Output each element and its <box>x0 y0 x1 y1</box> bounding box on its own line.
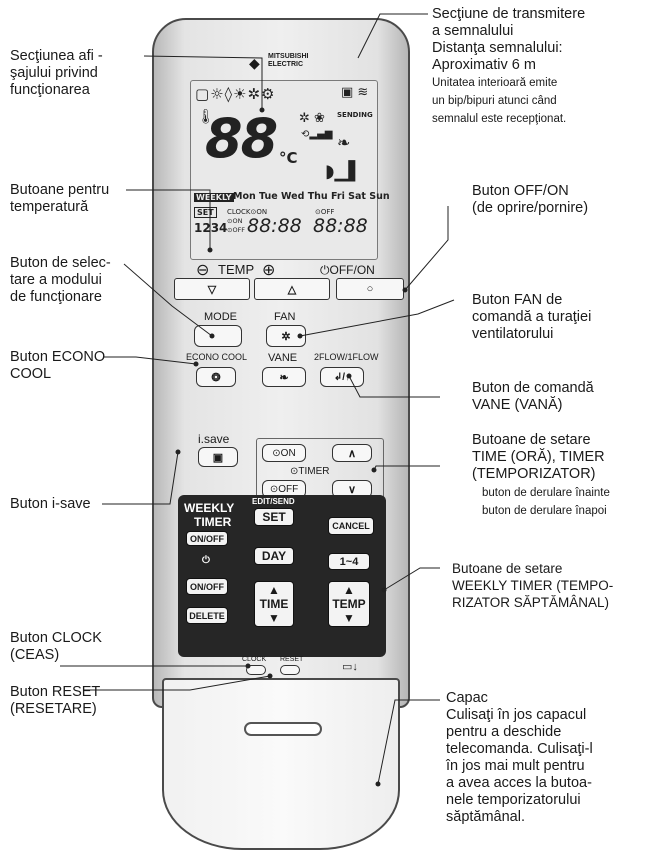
lcd-temperature: 88 <box>205 107 278 170</box>
weekly-on-off-button[interactable]: ON/OFF <box>186 531 228 546</box>
temp-label-weekly: TEMP <box>332 597 366 611</box>
lcd-set: SET <box>194 207 217 218</box>
on-off-button[interactable]: ON/OFF <box>186 578 228 595</box>
clock-label: CLOCK <box>242 656 267 663</box>
sliding-cover[interactable] <box>162 678 400 850</box>
temp-label: TEMP <box>218 262 255 277</box>
temp-up-button[interactable]: △ <box>254 278 330 300</box>
remote-body: ◆ MITSUBISHI ELECTRIC ▢☼◊☀✲⚙ ▣ ≋ 🌡 88 °C… <box>152 18 410 708</box>
cancel-button[interactable]: CANCEL <box>328 517 374 535</box>
clock-icon: ⏻ <box>202 555 210 566</box>
battery-icon: ▭↓ <box>342 661 358 673</box>
flow-button[interactable]: ↲/↑ <box>320 367 364 387</box>
reset-button[interactable] <box>280 665 300 675</box>
cover-slot <box>244 722 322 736</box>
vane-position-icon: ◗▁▌ <box>325 161 363 182</box>
clock-button[interactable] <box>246 665 266 675</box>
lcd-display: ▢☼◊☀✲⚙ ▣ ≋ 🌡 88 °C ✲ ❀ SENDING ⟲▂▄▆ ❧ ◗▁… <box>190 80 390 260</box>
remote-control: ◆ MITSUBISHI ELECTRIC ▢☼◊☀✲⚙ ▣ ≋ 🌡 88 °C… <box>152 18 410 858</box>
arrow-up-icon: ▲ <box>343 583 355 597</box>
econo-cool-button[interactable]: ❂ <box>196 367 236 387</box>
fan-speed-icon: ⟲▂▄▆ <box>301 129 333 140</box>
mode-icons: ▢☼◊☀✲⚙ <box>195 85 276 103</box>
temp-down-button[interactable]: ▽ <box>174 278 250 300</box>
vane-button[interactable]: ❧ <box>262 367 306 387</box>
timer-label: ⊙TIMER <box>290 466 330 477</box>
lcd-weekly: WEEKLY <box>194 193 234 202</box>
delete-button[interactable]: DELETE <box>186 607 228 624</box>
program-1-4-button[interactable]: 1~4 <box>328 553 370 570</box>
label-isave: Buton i-save <box>10 496 91 512</box>
timer-on-button[interactable]: ⊙ON <box>262 444 306 462</box>
flow-label: 2FLOW/1FLOW <box>314 352 379 362</box>
label-clock: Buton CLOCK(CEAS) <box>10 630 102 663</box>
label-off-on: Buton OFF/ON(de oprire/pornire) <box>472 183 589 216</box>
scroll-up-button[interactable]: ∧ <box>332 444 372 462</box>
signal-icon: ▣ ≋ <box>341 85 369 100</box>
plus-icon: ⊕ <box>262 262 276 279</box>
timer-off-button[interactable]: ⊙OFF <box>262 480 306 498</box>
vane-icon: ❧ <box>337 133 351 152</box>
weekly-timer-label: TIMER <box>194 515 232 529</box>
lcd-clock-on: CLOCK⊙ON <box>227 208 268 216</box>
time-button[interactable]: ▲ TIME ▼ <box>254 581 294 627</box>
reset-label: RESET <box>280 656 304 663</box>
isave-label: i.save <box>198 432 230 446</box>
lcd-days: Mon Tue Wed Thu Fri Sat Sun <box>233 191 390 202</box>
fan-icon: ✲ ❀ <box>299 111 325 126</box>
arrow-down-icon: ▼ <box>268 611 280 625</box>
weekly-label: WEEKLY <box>184 501 235 515</box>
day-button[interactable]: DAY <box>254 547 294 565</box>
off-on-label: ⏻OFF/ON <box>320 263 375 277</box>
lcd-program-numbers: 1234 <box>194 221 228 235</box>
lcd-on-small: ⊙ON <box>227 217 243 225</box>
label-reset: Buton RESET(RESETARE) <box>10 684 101 717</box>
lcd-sending: SENDING <box>337 111 373 119</box>
fan-button[interactable]: ✲ <box>266 325 306 347</box>
mitsubishi-logo-icon: ◆ <box>249 55 260 71</box>
vane-label: VANE <box>268 352 298 364</box>
lcd-off: ⊙OFF <box>315 208 335 216</box>
econo-cool-label: ECONO COOL <box>186 352 248 362</box>
arrow-down-icon: ▼ <box>343 611 355 625</box>
lcd-unit: °C <box>279 149 298 167</box>
weekly-timer-panel: WEEKLY TIMER ON/OFF EDIT/SEND SET CANCEL… <box>178 495 386 657</box>
arrow-up-icon: ▲ <box>268 583 280 597</box>
lcd-time-1: 88:88 <box>247 215 302 237</box>
mode-button[interactable] <box>194 325 242 347</box>
thermometer-icon: 🌡 <box>197 109 215 125</box>
brand-logo: MITSUBISHI ELECTRIC <box>268 53 309 68</box>
isave-button[interactable]: ▣ <box>198 447 238 467</box>
set-button[interactable]: SET <box>254 508 294 526</box>
fan-label: FAN <box>274 311 296 323</box>
edit-send-label: EDIT/SEND <box>252 497 295 506</box>
lcd-time-2: 88:88 <box>313 215 368 237</box>
lcd-off-small: ⊙OFF <box>227 226 246 234</box>
mode-label: MODE <box>204 311 237 323</box>
minus-icon: ⊖ <box>196 262 210 279</box>
time-label: TIME <box>259 597 289 611</box>
weekly-temp-button[interactable]: ▲ TEMP ▼ <box>328 581 370 627</box>
